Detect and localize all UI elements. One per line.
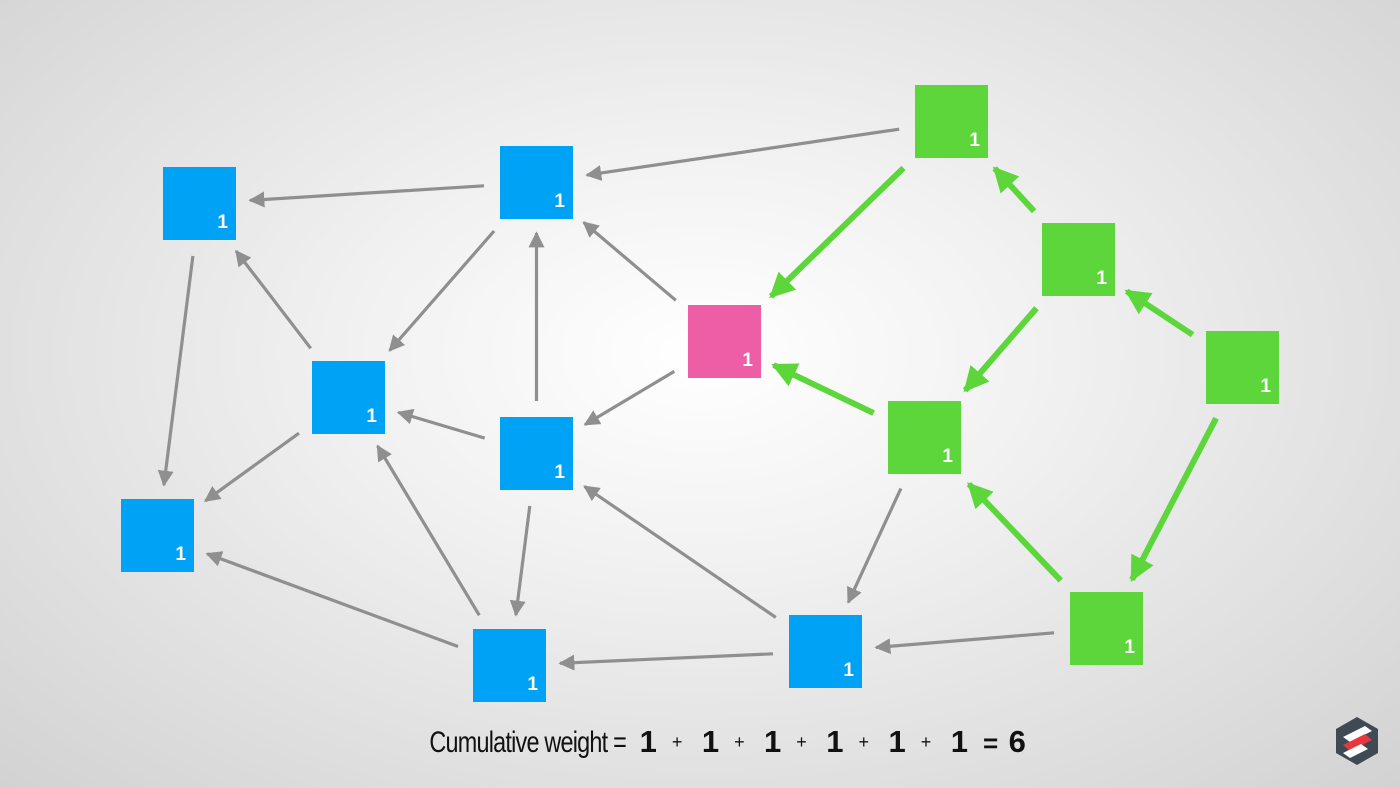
plus-sign: + <box>734 732 745 752</box>
referencing-transaction-node: 1 <box>915 85 988 158</box>
node-weight: 1 <box>1124 637 1135 658</box>
plus-sign: + <box>920 732 932 752</box>
approved-transaction-node: 1 <box>500 417 573 490</box>
gray-reference-arrow <box>248 184 485 208</box>
referencing-transaction-node: 1 <box>1070 592 1143 665</box>
formula-term: 1 <box>888 724 906 759</box>
approved-transaction-node: 1 <box>121 499 194 572</box>
referencing-transaction-node: 1 <box>888 401 961 474</box>
gray-reference-arrow <box>204 431 300 503</box>
gray-reference-arrow <box>376 444 481 617</box>
node-weight: 1 <box>1096 268 1107 289</box>
gray-reference-arrow <box>585 127 900 181</box>
green-reference-arrow <box>769 165 906 299</box>
green-reference-arrow <box>966 482 1063 583</box>
node-weight: 1 <box>942 446 953 467</box>
referencing-transaction-node: 1 <box>1042 223 1115 296</box>
approved-transaction-node: 1 <box>500 146 573 219</box>
node-weight: 1 <box>175 544 186 565</box>
node-weight: 1 <box>554 191 565 212</box>
referencing-transaction-node: 1 <box>1206 331 1279 404</box>
node-weight: 1 <box>527 674 538 695</box>
formula-term: 1 <box>701 724 720 759</box>
approved-transaction-node: 1 <box>163 167 236 240</box>
plus-sign: + <box>671 732 683 752</box>
approved-transaction-node: 1 <box>789 615 862 688</box>
plus-sign: + <box>796 732 807 752</box>
gray-reference-arrow <box>205 551 459 649</box>
gray-reference-arrow <box>396 408 486 440</box>
node-weight: 1 <box>1260 376 1271 397</box>
gray-reference-arrow <box>583 370 676 426</box>
hexagon-logo-icon <box>1336 717 1378 765</box>
green-reference-arrow <box>1124 288 1195 338</box>
node-weight: 1 <box>366 406 377 427</box>
formula-term: 1 <box>826 724 844 759</box>
gray-reference-arrow <box>582 221 677 302</box>
node-weight: 1 <box>217 212 228 233</box>
gray-reference-arrow <box>234 249 312 350</box>
formula-term: 1 <box>950 724 968 759</box>
approved-transaction-node: 1 <box>473 629 546 702</box>
green-reference-arrow <box>992 166 1037 214</box>
green-reference-arrow <box>771 362 875 416</box>
node-weight: 1 <box>554 462 565 483</box>
gray-reference-arrow <box>583 485 777 619</box>
node-weight: 1 <box>843 660 854 681</box>
formula-result: 6 <box>1008 724 1026 759</box>
formula-term: 1 <box>639 724 657 759</box>
cumulative-weight-formula: Cumulative weight = 1 + 1 + 1 + 1 + 1 + 1 = 6 <box>0 724 1400 760</box>
green-reference-arrow <box>1129 416 1219 582</box>
gray-reference-arrow <box>874 631 1055 655</box>
plus-sign: + <box>858 732 870 752</box>
formula-term: 1 <box>764 724 782 759</box>
new-transaction-node: 1 <box>688 305 761 378</box>
gray-reference-arrow <box>157 255 195 487</box>
equals-sign: = <box>982 728 999 758</box>
green-reference-arrow <box>962 306 1039 393</box>
gray-reference-arrow <box>388 229 496 352</box>
gray-reference-arrow <box>558 652 774 671</box>
edge-layer <box>157 127 1219 671</box>
approved-transaction-node: 1 <box>312 361 385 434</box>
gray-reference-arrow <box>509 505 532 617</box>
formula-label: Cumulative weight = <box>429 726 627 759</box>
node-weight: 1 <box>742 350 753 371</box>
gray-reference-arrow <box>846 487 903 604</box>
node-weight: 1 <box>969 130 980 151</box>
